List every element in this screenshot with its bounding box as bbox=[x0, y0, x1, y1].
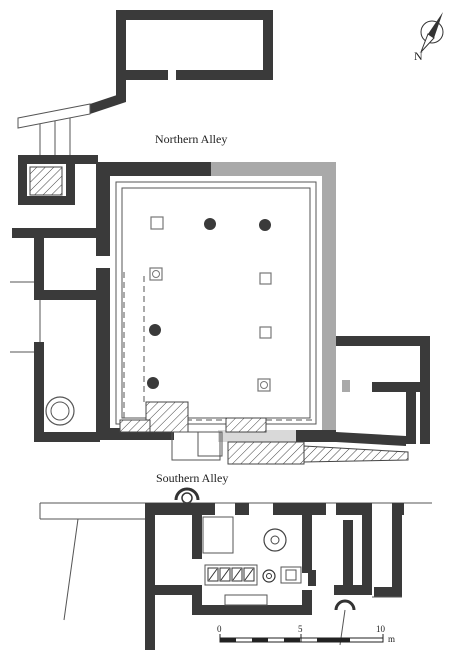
column-base bbox=[149, 267, 163, 281]
column-base bbox=[259, 219, 271, 231]
north-label: N bbox=[414, 49, 423, 63]
tiles bbox=[207, 567, 255, 582]
column-base bbox=[147, 377, 159, 389]
column-base bbox=[257, 378, 271, 392]
east-rooms bbox=[336, 336, 430, 446]
main-hall bbox=[96, 162, 336, 461]
scale-tick-10: 10 bbox=[376, 624, 386, 634]
north-arrow-icon: N bbox=[414, 12, 444, 63]
southern-alley: Southern Alley bbox=[39, 441, 432, 621]
scale-tick-0: 0 bbox=[217, 624, 222, 634]
scale-bar: 0 5 10 m bbox=[217, 624, 395, 644]
column-base bbox=[149, 324, 161, 336]
column-base bbox=[204, 218, 216, 230]
column-base bbox=[259, 326, 272, 339]
west-rooms bbox=[10, 155, 100, 442]
scale-unit: m bbox=[388, 634, 395, 644]
column-base bbox=[150, 216, 164, 230]
south-building bbox=[145, 503, 404, 650]
scale-tick-5: 5 bbox=[298, 624, 303, 634]
northern-alley-label: Northern Alley bbox=[155, 132, 227, 146]
southern-alley-label: Southern Alley bbox=[156, 471, 228, 485]
north-building bbox=[17, 10, 273, 156]
column-base bbox=[259, 272, 272, 285]
